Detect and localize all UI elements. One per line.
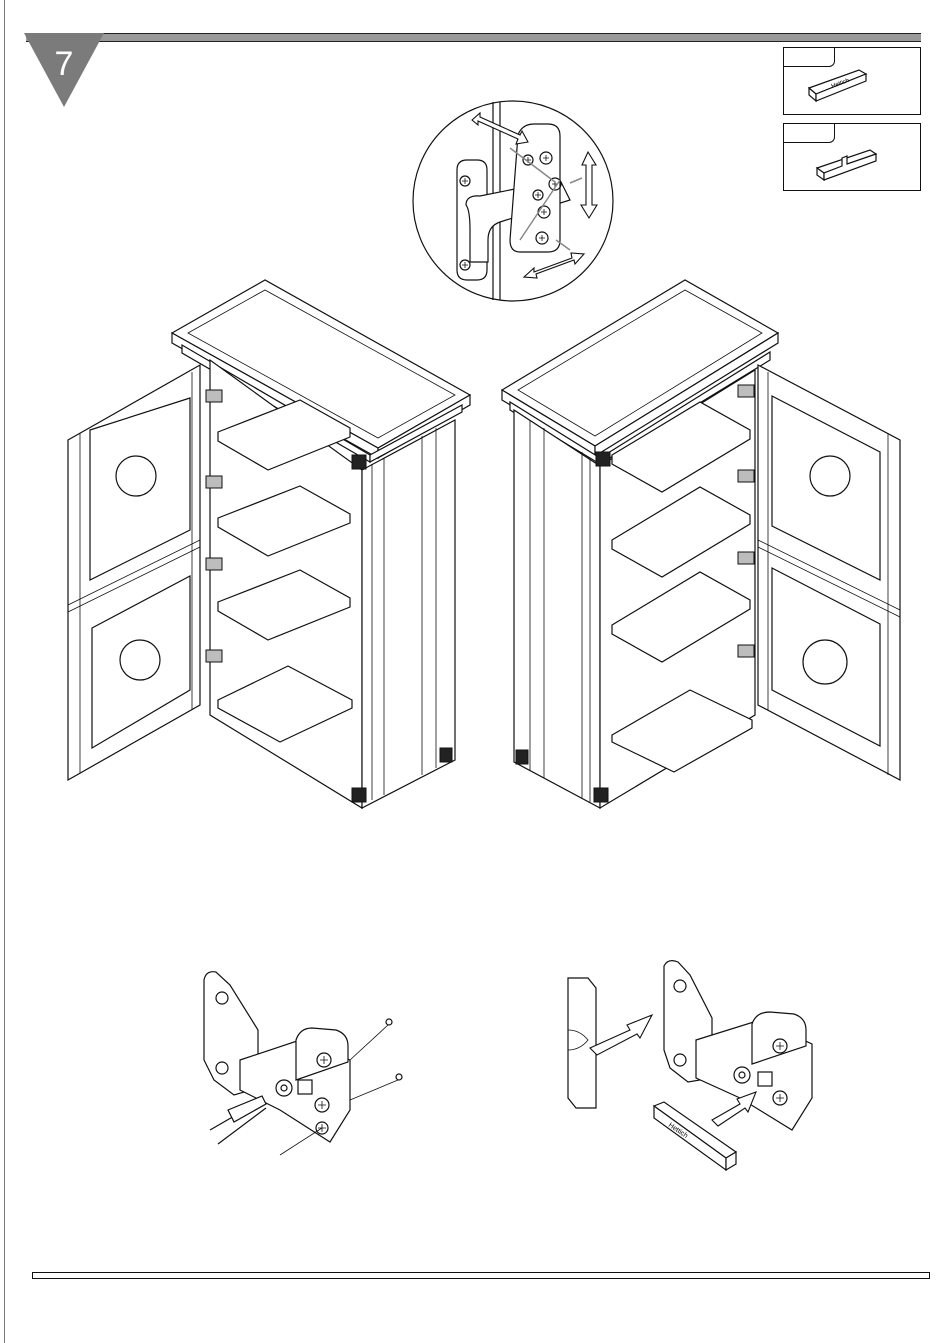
hinge-screwdriver-detail	[204, 972, 402, 1155]
hinge-adjustment-detail	[413, 101, 613, 301]
cabinet-left-door-view	[68, 280, 470, 808]
hinge-cover-install-detail: Hettich	[568, 961, 812, 1170]
footer-bar	[32, 1272, 930, 1279]
cabinet-right-door-view	[502, 280, 900, 808]
